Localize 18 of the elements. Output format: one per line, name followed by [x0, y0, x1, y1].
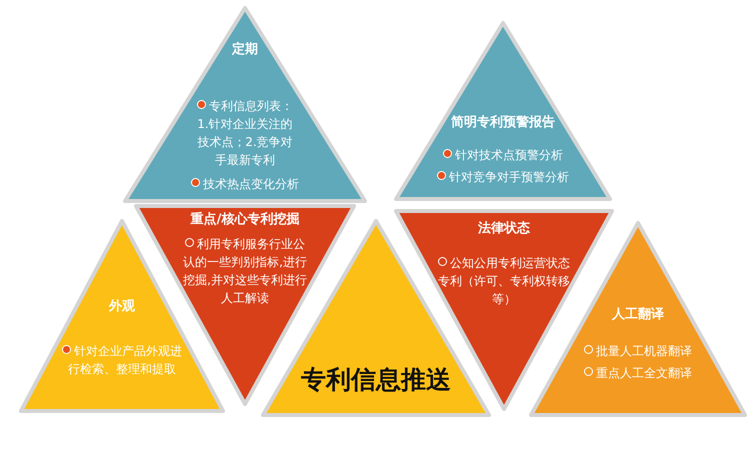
bullet-text: 针对竞争对手预警分析 [423, 168, 583, 186]
bullet-text: 重点人工全文翻译 [568, 364, 708, 382]
center-title: 专利信息推送 [300, 365, 452, 395]
bullet-text: 批量人工机器翻译 [568, 342, 708, 360]
triangle-panel [122, 5, 368, 204]
panel-heading: 法律状态 [477, 220, 531, 238]
panel-heading: 外观 [108, 298, 136, 316]
bullet-text: 专利信息列表：1.针对企业关注的技术点；2.竞争对手最新专利 [193, 97, 297, 169]
bullet-text: 公知公用专利运营状态专利（许可、专利权转移等） [438, 254, 570, 308]
bullet-text: 利用专利服务行业公认的一些判别指标,进行挖掘,并对这些专利进行人工解读 [181, 235, 309, 307]
bullet-text: 针对技术点预警分析 [423, 146, 583, 164]
panel-heading: 定期 [230, 41, 259, 59]
triangle-panel [393, 20, 613, 202]
panel-heading: 简明专利预警报告 [450, 114, 556, 132]
panel-heading: 重点/核心专利挖掘 [190, 211, 300, 229]
panel-heading: 人工翻译 [610, 306, 665, 324]
bullet-text: 技术热点变化分析 [165, 175, 325, 193]
bullet-text: 针对企业产品外观进行检索、整理和提取 [60, 342, 184, 378]
